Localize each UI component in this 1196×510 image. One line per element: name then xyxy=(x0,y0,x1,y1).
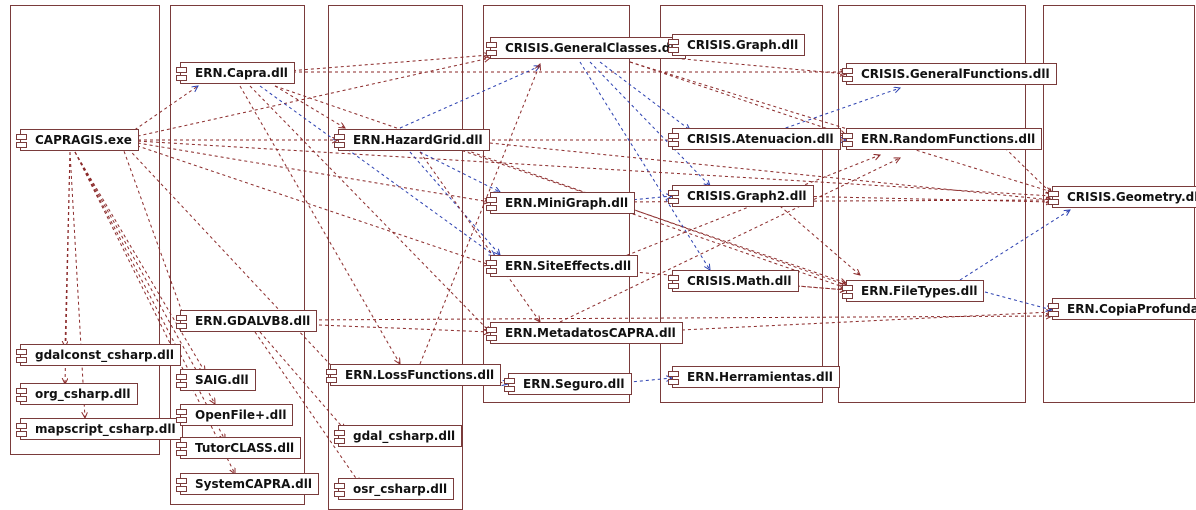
component-systemcapra[interactable]: SystemCAPRA.dll xyxy=(176,473,319,495)
component-ern-lossfunctions[interactable]: ERN.LossFunctions.dll xyxy=(325,364,502,386)
component-ern-herramientas[interactable]: ERN.Herramientas.dll xyxy=(668,366,840,388)
component-saig[interactable]: SAIG.dll xyxy=(176,369,256,391)
component-gdal-csharp[interactable]: gdal_csharp.dll xyxy=(333,425,463,447)
component-crisis-generalclasses[interactable]: CRISIS.GeneralClasses.dll xyxy=(486,37,686,59)
component-openfile-plus[interactable]: OpenFile+.dll xyxy=(175,404,294,426)
component-ern-seguro[interactable]: ERN.Seguro.dll xyxy=(504,373,632,395)
component-crisis-geometry[interactable]: CRISIS.Geometry.dll xyxy=(1047,186,1196,208)
component-tutorclass[interactable]: TutorCLASS.dll xyxy=(175,437,302,459)
component-mapscript-csharp[interactable]: mapscript_csharp.dll xyxy=(16,418,183,440)
component-crisis-graph2[interactable]: CRISIS.Graph2.dll xyxy=(668,185,814,207)
component-crisis-generalfunctions[interactable]: CRISIS.GeneralFunctions.dll xyxy=(842,63,1057,85)
component-ern-siteeffects[interactable]: ERN.SiteEffects.dll xyxy=(485,255,639,277)
component-ern-copiaprofunda[interactable]: ERN.CopiaProfunda.dll xyxy=(1047,298,1196,320)
component-crisis-math[interactable]: CRISIS.Math.dll xyxy=(668,270,799,292)
component-ern-randomfunctions[interactable]: ERN.RandomFunctions.dll xyxy=(841,128,1043,150)
component-crisis-graph[interactable]: CRISIS.Graph.dll xyxy=(667,34,806,56)
component-osr-csharp[interactable]: osr_csharp.dll xyxy=(333,478,455,500)
component-gdalconst-csharp[interactable]: gdalconst_csharp.dll xyxy=(16,344,181,366)
component-ern-capra[interactable]: ERN.Capra.dll xyxy=(176,62,295,84)
component-crisis-atenuacion[interactable]: CRISIS.Atenuacion.dll xyxy=(668,128,841,150)
component-ern-gdalvb8[interactable]: ERN.GDALVB8.dll xyxy=(175,310,318,332)
component-ern-metadatoscapra[interactable]: ERN.MetadatosCAPRA.dll xyxy=(486,322,683,344)
component-ern-hazardgrid[interactable]: ERN.HazardGrid.dll xyxy=(334,129,490,151)
component-ern-filetypes[interactable]: ERN.FileTypes.dll xyxy=(841,280,985,302)
component-ern-minigraph[interactable]: ERN.MiniGraph.dll xyxy=(485,192,636,214)
component-capragis-exe[interactable]: CAPRAGIS.exe xyxy=(16,129,139,151)
component-org-csharp[interactable]: org_csharp.dll xyxy=(16,383,138,405)
